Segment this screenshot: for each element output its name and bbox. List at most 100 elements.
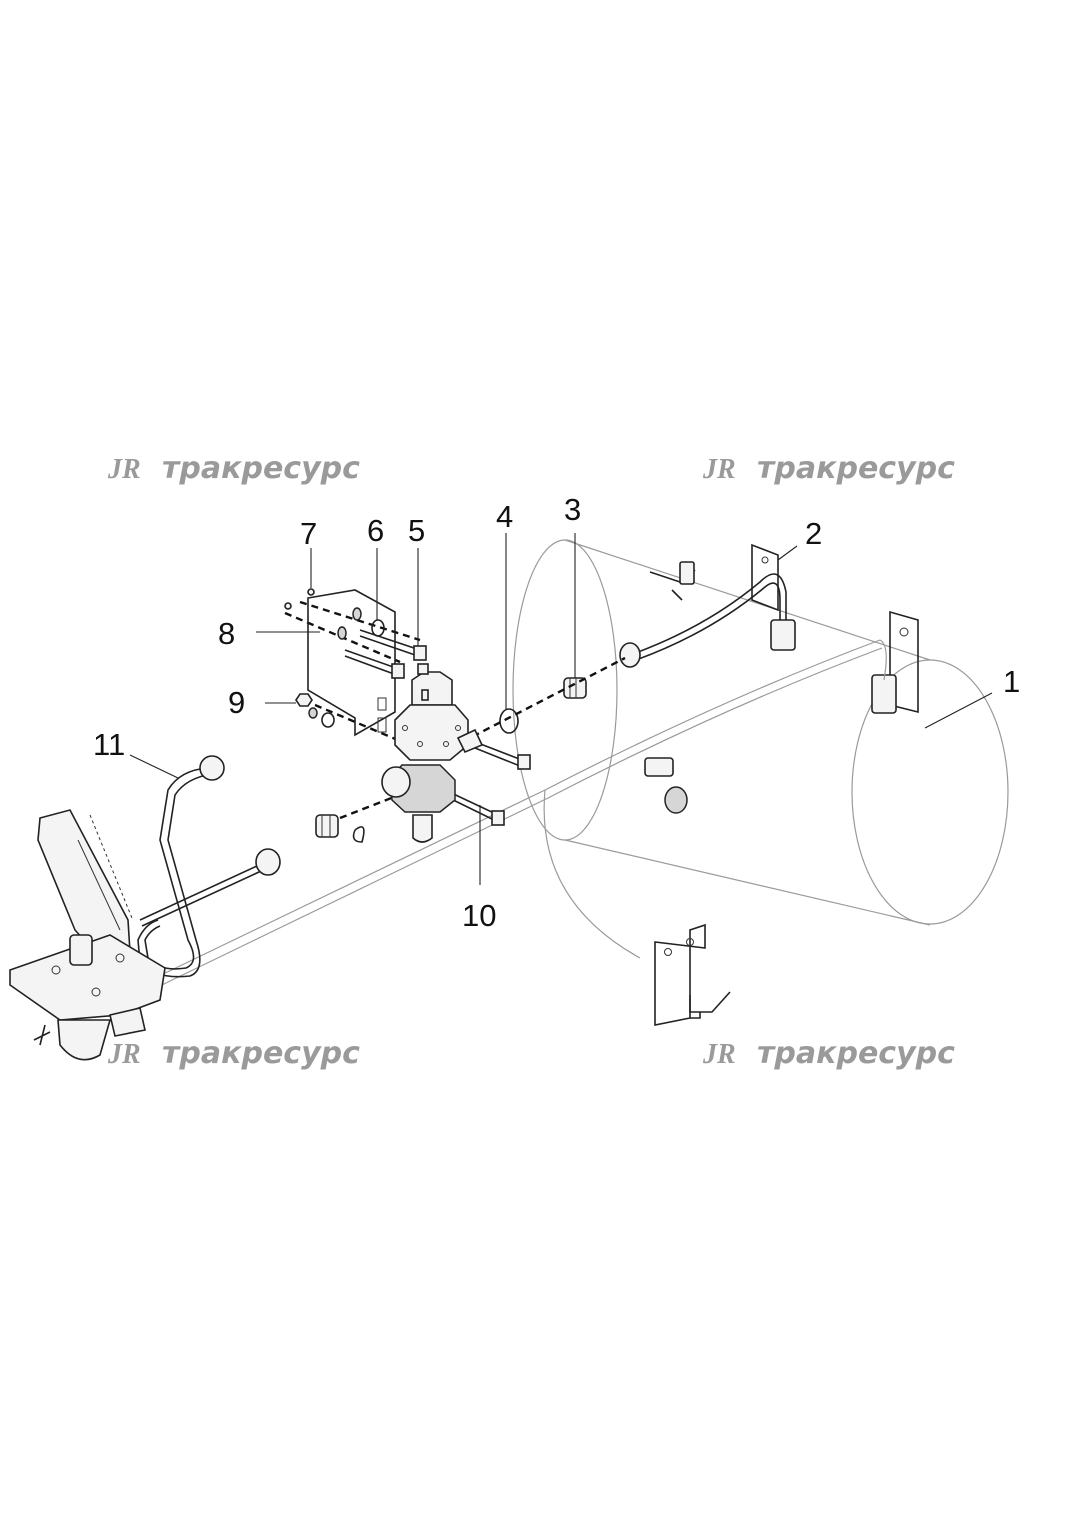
brake-valve-body	[57, 1019, 112, 1061]
pipe-left-nut	[255, 848, 281, 876]
watermark-top-left: JR тракресурс	[107, 451, 360, 486]
screw-7b	[284, 602, 292, 610]
fitting-left-body	[315, 814, 339, 838]
bracket-slot	[377, 697, 387, 711]
pipe-11-line	[144, 767, 209, 970]
base-bolt	[51, 965, 61, 975]
valve-screw	[455, 725, 461, 731]
brake-valve-pin	[33, 1024, 51, 1046]
frame-pipe-inner	[134, 647, 883, 999]
washer-6a	[352, 607, 362, 621]
callout-2: 2	[805, 516, 822, 551]
pipe-2-nut	[770, 619, 796, 651]
watermark-brand: тракресурс	[757, 451, 955, 486]
axis-line-bolt-5	[299, 600, 421, 642]
tank-bracket-bottom	[654, 923, 706, 1026]
base-bolt	[91, 987, 101, 997]
nut-9-washer-2	[321, 712, 335, 728]
bracket-hole	[899, 627, 909, 637]
bolt-5	[359, 629, 427, 661]
callout-3: 3	[564, 492, 581, 527]
valve-screw	[417, 741, 423, 747]
bolt-8-shank	[344, 649, 397, 675]
watermark-top-right: JR тракресурс	[702, 451, 955, 486]
callout-11: 11	[93, 727, 125, 762]
drain-valve	[689, 991, 731, 1019]
bolt-8	[344, 649, 405, 679]
tank-front-cap	[851, 659, 1009, 925]
washer-6c	[371, 619, 385, 637]
leader-2	[777, 545, 798, 561]
tank-bracket-top-left	[751, 543, 779, 612]
leader-11	[129, 754, 179, 779]
bracket-plate	[307, 589, 396, 737]
valve-right-port	[456, 728, 484, 754]
callout-1: 1	[1003, 664, 1020, 699]
valve-body-top	[394, 704, 469, 761]
tank-fitting-top	[871, 674, 897, 714]
pedal-pivot	[69, 934, 93, 966]
mounting-bracket	[307, 589, 396, 737]
callout-10: 10	[462, 898, 496, 933]
pipe-2-line	[629, 573, 787, 656]
watermark-brand: тракресурс	[757, 1036, 955, 1071]
pipe-left-segment	[139, 859, 273, 927]
nut-9-washer	[308, 707, 318, 719]
pipe-11-nut	[199, 755, 225, 781]
leader-lines	[129, 533, 993, 885]
tank-port	[664, 786, 688, 814]
valve-side-port	[381, 766, 411, 798]
tank-tap-body	[679, 561, 695, 585]
control-valve	[381, 663, 484, 843]
bracket-hole	[686, 938, 694, 946]
pedal-edge	[77, 839, 121, 931]
o-ring-4	[499, 708, 519, 734]
pipe-11-line-inner	[137, 773, 213, 978]
bracket-hole	[664, 948, 672, 956]
frame-pipe-bend	[879, 639, 887, 681]
watermark-brand: тракресурс	[162, 1036, 360, 1071]
axis-line-right	[461, 656, 626, 744]
washer-6b	[337, 626, 347, 640]
air-tank	[512, 539, 1009, 1026]
tank-valve-side	[644, 757, 674, 777]
watermark-logo: JR	[107, 1039, 141, 1070]
valve-cap-rib	[421, 689, 429, 701]
valve-screw	[443, 741, 449, 747]
bolt-5-head	[413, 645, 427, 661]
valve-cap	[411, 671, 453, 706]
callout-6: 6	[367, 513, 384, 548]
pipe-2	[619, 573, 796, 668]
callout-numbers: 1 2 3 4 5 6 7 8 9 10 11	[93, 492, 1020, 933]
frame-pipe	[129, 639, 881, 991]
nut-9	[295, 693, 335, 728]
pipe-2-line-inner	[635, 582, 781, 661]
nut-9-hex	[295, 693, 313, 707]
base-bolt	[115, 953, 125, 963]
callout-4: 4	[496, 499, 513, 534]
callout-7: 7	[300, 516, 317, 551]
pipe-2-end-nut	[619, 642, 641, 668]
watermark-brand: тракресурс	[162, 451, 360, 486]
fitting-left	[315, 814, 365, 843]
screw-7a	[307, 588, 315, 596]
watermark-bottom-left: JR тракресурс	[107, 1036, 360, 1071]
bracket-hole	[761, 556, 769, 564]
brake-pedal	[9, 809, 166, 1061]
tank-bracket-top-right	[889, 610, 919, 714]
fitting-3	[563, 677, 587, 699]
screws-7	[284, 588, 315, 610]
watermark-logo: JR	[702, 454, 736, 485]
clip	[352, 826, 365, 843]
brake-valve-port	[109, 1007, 146, 1037]
tank-body	[564, 539, 931, 926]
callout-9: 9	[228, 685, 245, 720]
pipe-11	[137, 755, 225, 978]
watermark-logo: JR	[107, 454, 141, 485]
valve-stem	[417, 663, 429, 675]
callout-5: 5	[408, 513, 425, 548]
callout-8: 8	[218, 616, 235, 651]
pedal-ribs	[89, 814, 133, 919]
bolt-5-shank	[359, 629, 421, 657]
